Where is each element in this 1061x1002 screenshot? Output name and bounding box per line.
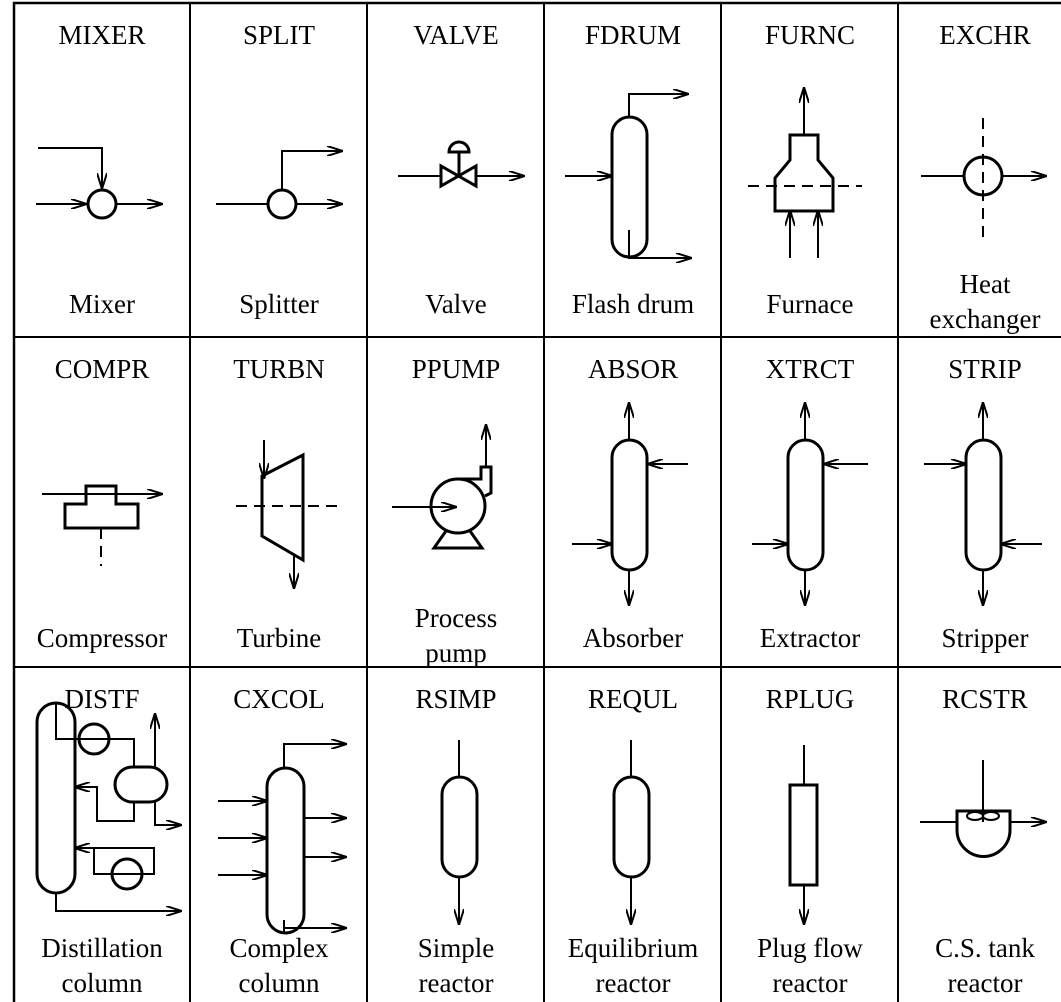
unit-label: Heat — [960, 269, 1011, 299]
extractor-symbol — [752, 403, 868, 605]
flash-drum-symbol — [565, 94, 691, 258]
stripper-symbol — [924, 403, 1042, 605]
unit-code: EXCHR — [939, 20, 1031, 50]
unit-label: exchanger — [930, 304, 1041, 334]
unit-code: SPLIT — [243, 20, 316, 50]
distillation-column-symbol — [37, 703, 181, 911]
cstr-symbol — [920, 760, 1046, 857]
unit-code: COMPR — [55, 354, 150, 384]
unit-label: Flash drum — [572, 289, 694, 319]
unit-label: Plug flow — [757, 933, 863, 963]
unit-label: Stripper — [942, 623, 1029, 653]
unit-code: FDRUM — [585, 20, 681, 50]
unit-label: Distillation — [41, 933, 163, 963]
unit-label: Mixer — [69, 289, 135, 319]
table-grid — [12, 1, 1061, 1002]
unit-label: reactor — [596, 968, 671, 998]
unit-code: CXCOL — [233, 684, 325, 714]
plug-flow-reactor-symbol — [790, 745, 817, 924]
unit-code: VALVE — [413, 20, 499, 50]
unit-code: DISTF — [64, 684, 139, 714]
unit-label: reactor — [948, 968, 1023, 998]
unit-label: Absorber — [583, 623, 683, 653]
compressor-symbol — [42, 486, 162, 566]
unit-code: RCSTR — [942, 684, 1028, 714]
mixer-symbol — [36, 148, 162, 218]
unit-label: Complex — [230, 933, 329, 963]
process-pump-symbol — [392, 425, 491, 548]
unit-label: C.S. tank — [935, 933, 1035, 963]
table-text: MIXER Mixer SPLIT Splitter VALVE Valve FDRUM Fl… — [37, 20, 1041, 998]
equilibrium-reactor-symbol — [614, 740, 649, 924]
unit-code: FURNC — [765, 20, 855, 50]
unit-code: XTRCT — [766, 354, 855, 384]
unit-label: Furnace — [767, 289, 854, 319]
unit-label: Splitter — [239, 289, 319, 319]
furnace-symbol — [748, 88, 862, 258]
complex-column-symbol — [218, 744, 346, 933]
simple-reactor-symbol — [442, 740, 477, 924]
unit-label: Simple — [418, 933, 495, 963]
turbine-symbol — [236, 440, 342, 588]
unit-code: RPLUG — [766, 684, 855, 714]
unit-label: Compressor — [37, 623, 168, 653]
unit-code: ABSOR — [588, 354, 678, 384]
unit-label: Extractor — [760, 623, 860, 653]
unit-label: Equilibrium — [568, 933, 699, 963]
unit-code: STRIP — [948, 354, 1022, 384]
unit-label: Valve — [425, 289, 486, 319]
unit-code: REQUL — [588, 684, 678, 714]
unit-label: Process — [415, 603, 498, 633]
unit-label: reactor — [419, 968, 494, 998]
unit-label: reactor — [773, 968, 848, 998]
unit-label: pump — [425, 638, 487, 668]
unit-code: PPUMP — [412, 354, 501, 384]
heat-exchanger-symbol — [921, 118, 1046, 238]
unit-label: column — [62, 968, 143, 998]
unit-code: TURBN — [233, 354, 325, 384]
unit-label: column — [239, 968, 320, 998]
absorber-symbol — [572, 403, 688, 605]
unit-code: RSIMP — [415, 684, 496, 714]
unit-code: MIXER — [59, 20, 146, 50]
valve-symbol — [398, 142, 524, 186]
splitter-symbol — [216, 151, 342, 218]
unit-label: Turbine — [237, 623, 322, 653]
